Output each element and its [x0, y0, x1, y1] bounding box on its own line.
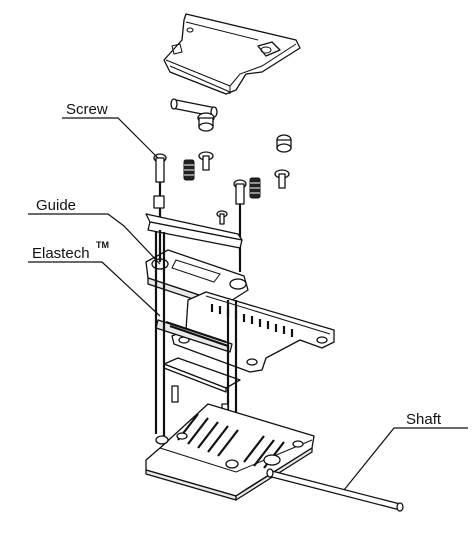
guide-bar [145, 213, 243, 249]
lower-plate [163, 357, 241, 393]
long-screw-left [153, 153, 167, 230]
spring-right [249, 177, 261, 199]
screw-leader [62, 117, 159, 159]
screw-small-2 [274, 169, 290, 189]
long-screw-right [233, 179, 247, 272]
base-fixture [145, 403, 315, 501]
guide-leader [28, 213, 161, 265]
screw-label: Screw [66, 101, 108, 118]
elastech-label: Elastech [32, 245, 90, 262]
elastech-leader [28, 261, 161, 317]
top-cover [163, 13, 301, 95]
elastech-trademark: TM [96, 240, 109, 250]
screw-small-1 [198, 151, 214, 171]
shaft-leader [343, 427, 468, 491]
shaft-label: Shaft [406, 411, 442, 428]
top-screw [197, 112, 215, 132]
spring-left [183, 159, 195, 181]
base-slots [177, 413, 285, 469]
nut-1 [276, 134, 292, 153]
shaft [266, 468, 404, 512]
screw-small-3 [216, 210, 228, 225]
guide-label: Guide [36, 197, 76, 214]
